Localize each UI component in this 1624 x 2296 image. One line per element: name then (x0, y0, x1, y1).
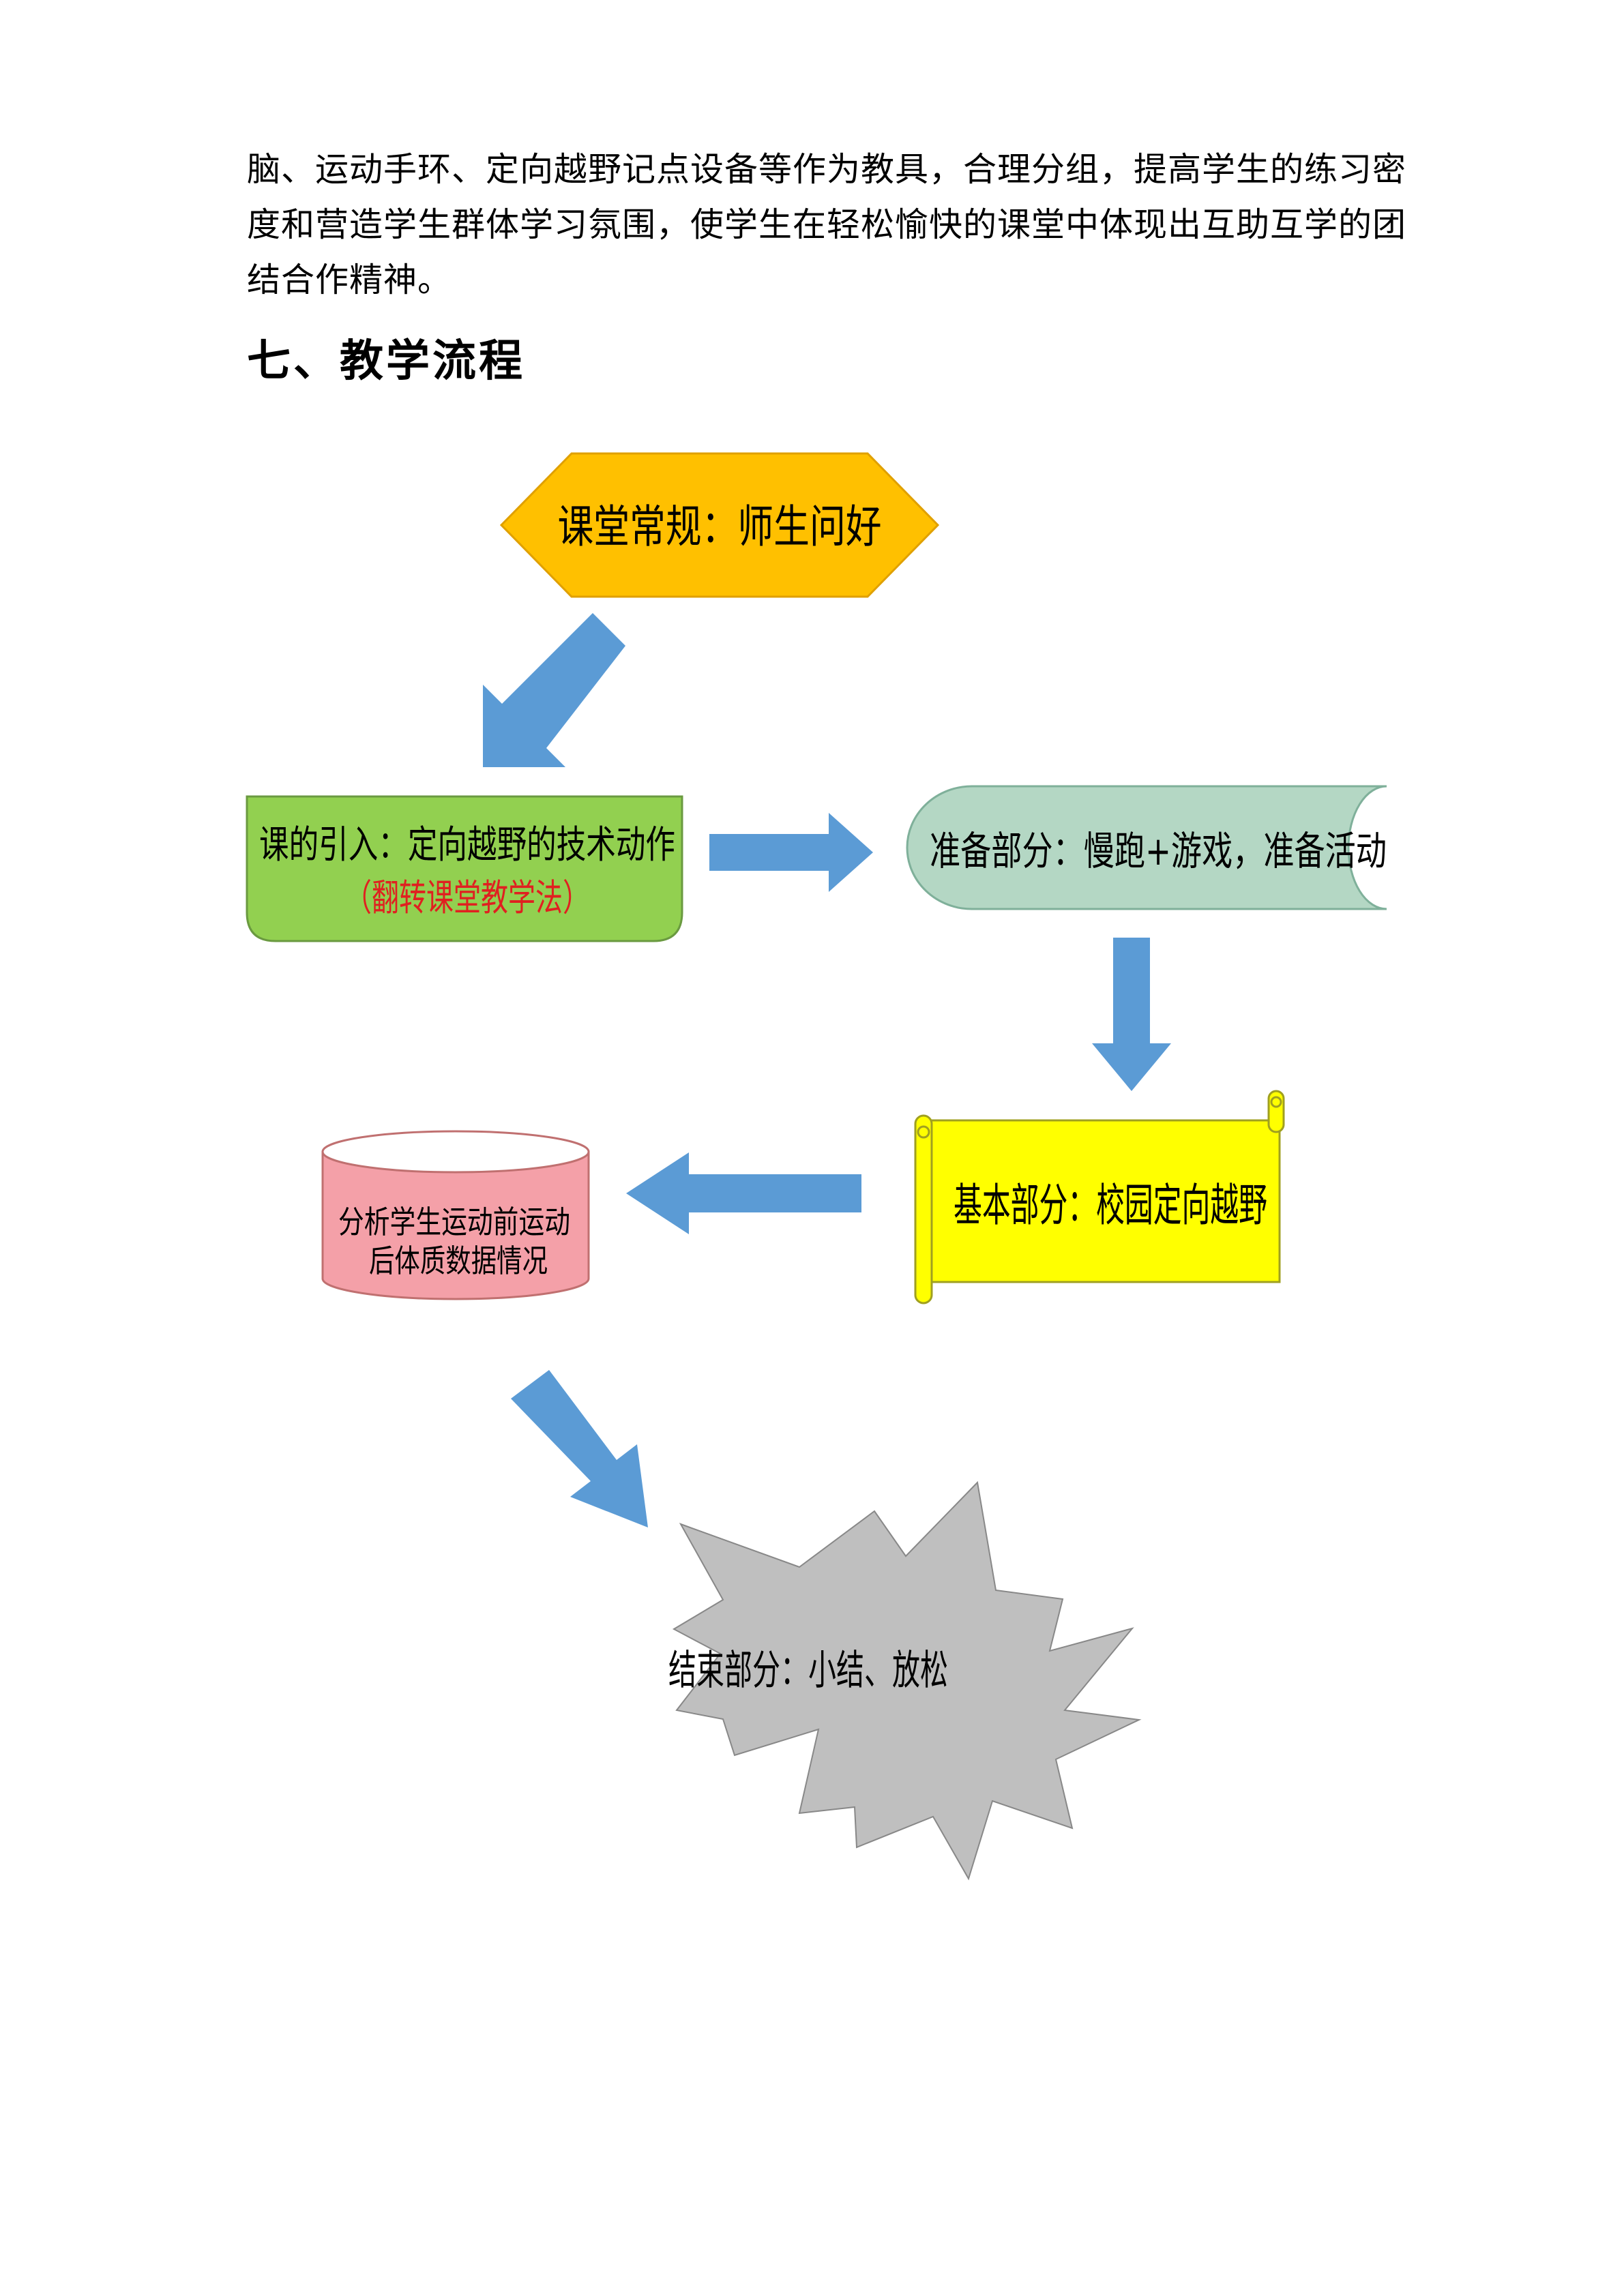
step-label-line2: 后体质数据情况 (369, 1242, 548, 1279)
step-label-line1: 分析学生运动前运动 (338, 1204, 570, 1240)
rounded-rect-shape (246, 795, 683, 942)
flow-step-closing: 结束部分：小结、放松 (668, 1480, 1142, 1881)
step-label: 基本部分：校园定向越野 (954, 1179, 1267, 1232)
flow-step-class-routine: 课堂常规：师生问好 (499, 452, 940, 598)
step-label: 课堂常规：师生问好 (558, 501, 882, 553)
section-heading: 七、教学流程 (247, 336, 525, 387)
intro-line-3: 结合作精神。 (247, 260, 452, 299)
flow-step-data-analysis: 分析学生运动前运动 后体质数据情况 (321, 1130, 590, 1300)
flow-step-main-activity: 基本部分：校园定向越野 (914, 1090, 1285, 1304)
arrow-down-right (511, 1370, 648, 1527)
arrow-left (626, 1152, 861, 1234)
intro-line-1: 脑、运动手环、定向越野记点设备等作为教具，合理分组，提高学生的练习密 (247, 150, 1407, 189)
stored-data-shape (906, 785, 1387, 910)
cylinder-top (321, 1130, 590, 1174)
explosion-shape (672, 1480, 1142, 1881)
scroll-left-roll (914, 1114, 933, 1304)
intro-line-2: 度和营造学生群体学习氛围，使学生在轻松愉快的课堂中体现出互助互学的团 (247, 205, 1407, 244)
arrow-down (1092, 938, 1171, 1091)
step-label-line2: （翻转课堂教学法） (344, 876, 590, 919)
step-label: 准备部分：慢跑+游戏，准备活动 (930, 828, 1387, 874)
hexagon-shape (499, 452, 940, 598)
step-label: 结束部分：小结、放松 (668, 1647, 948, 1695)
arrow-down-left (483, 613, 625, 767)
arrow-right (709, 813, 873, 892)
flow-step-lesson-intro: 课的引入：定向越野的技术动作 （翻转课堂教学法） (246, 795, 683, 942)
step-label-line1: 课的引入：定向越野的技术动作 (259, 823, 675, 867)
flow-step-warmup: 准备部分：慢跑+游戏，准备活动 (906, 785, 1387, 910)
cylinder-shape (321, 1150, 590, 1300)
intro-paragraph: 脑、运动手环、定向越野记点设备等作为教具，合理分组，提高学生的练习密 度和营造学… (247, 142, 1407, 308)
